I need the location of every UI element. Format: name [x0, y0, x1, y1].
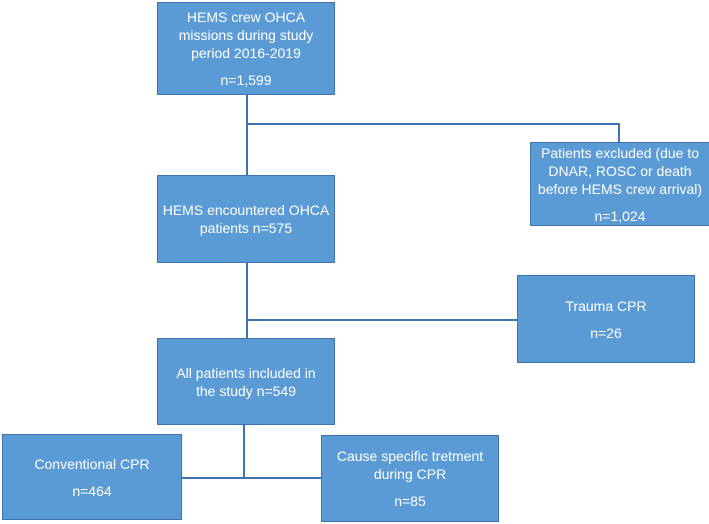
box-encountered: HEMS encountered OHCA patients n=575 — [157, 175, 335, 263]
box-excluded: Patients excluded (due to DNAR, ROSC or … — [530, 142, 709, 226]
connector-branch-to-excluded-vertical — [618, 123, 620, 143]
connector-split-to-cause-specific — [243, 477, 322, 479]
connector-encountered-to-included — [246, 262, 248, 339]
connector-split-to-conventional — [181, 477, 245, 479]
box-missions-line-2: missions during study — [178, 27, 314, 43]
box-missions: HEMS crew OHCA missions during study per… — [157, 2, 335, 95]
box-cause-specific-line-1: Cause specific tretment — [336, 448, 484, 464]
box-missions-line-3: period 2016-2019 — [191, 45, 301, 61]
box-excluded-line-3: before HEMS crew arrival) — [537, 180, 703, 197]
box-excluded-count: n=1,024 — [594, 207, 646, 224]
box-encountered-line-2: patients n=575 — [199, 220, 293, 236]
box-conventional-count: n=464 — [72, 482, 112, 499]
box-included: All patients included in the study n=549 — [157, 338, 335, 425]
box-excluded-line-1: Patients excluded (due to — [541, 144, 699, 161]
box-cause-specific-count: n=85 — [394, 493, 426, 509]
connector-branch-to-excluded-horizontal — [246, 123, 620, 125]
box-trauma: Trauma CPR n=26 — [517, 275, 695, 363]
box-included-line-2: the study n=549 — [195, 382, 297, 399]
box-excluded-line-2: DNAR, ROSC or death — [548, 162, 692, 179]
box-missions-count: n=1,599 — [220, 72, 272, 88]
box-trauma-line-1: Trauma CPR — [565, 297, 647, 314]
box-missions-line-1: HEMS crew OHCA — [186, 9, 306, 25]
box-trauma-count: n=26 — [590, 324, 622, 341]
box-included-line-1: All patients included in — [176, 364, 316, 381]
box-conventional-line-1: Conventional CPR — [34, 455, 150, 472]
box-cause-specific: Cause specific tretment during CPR n=85 — [321, 435, 499, 522]
box-cause-specific-line-2: during CPR — [373, 466, 447, 482]
box-encountered-line-1: HEMS encountered OHCA — [162, 202, 330, 218]
box-conventional: Conventional CPR n=464 — [2, 434, 182, 520]
connector-included-to-split — [243, 424, 245, 478]
connector-missions-to-encountered — [246, 94, 248, 176]
connector-branch-to-trauma — [246, 319, 518, 321]
